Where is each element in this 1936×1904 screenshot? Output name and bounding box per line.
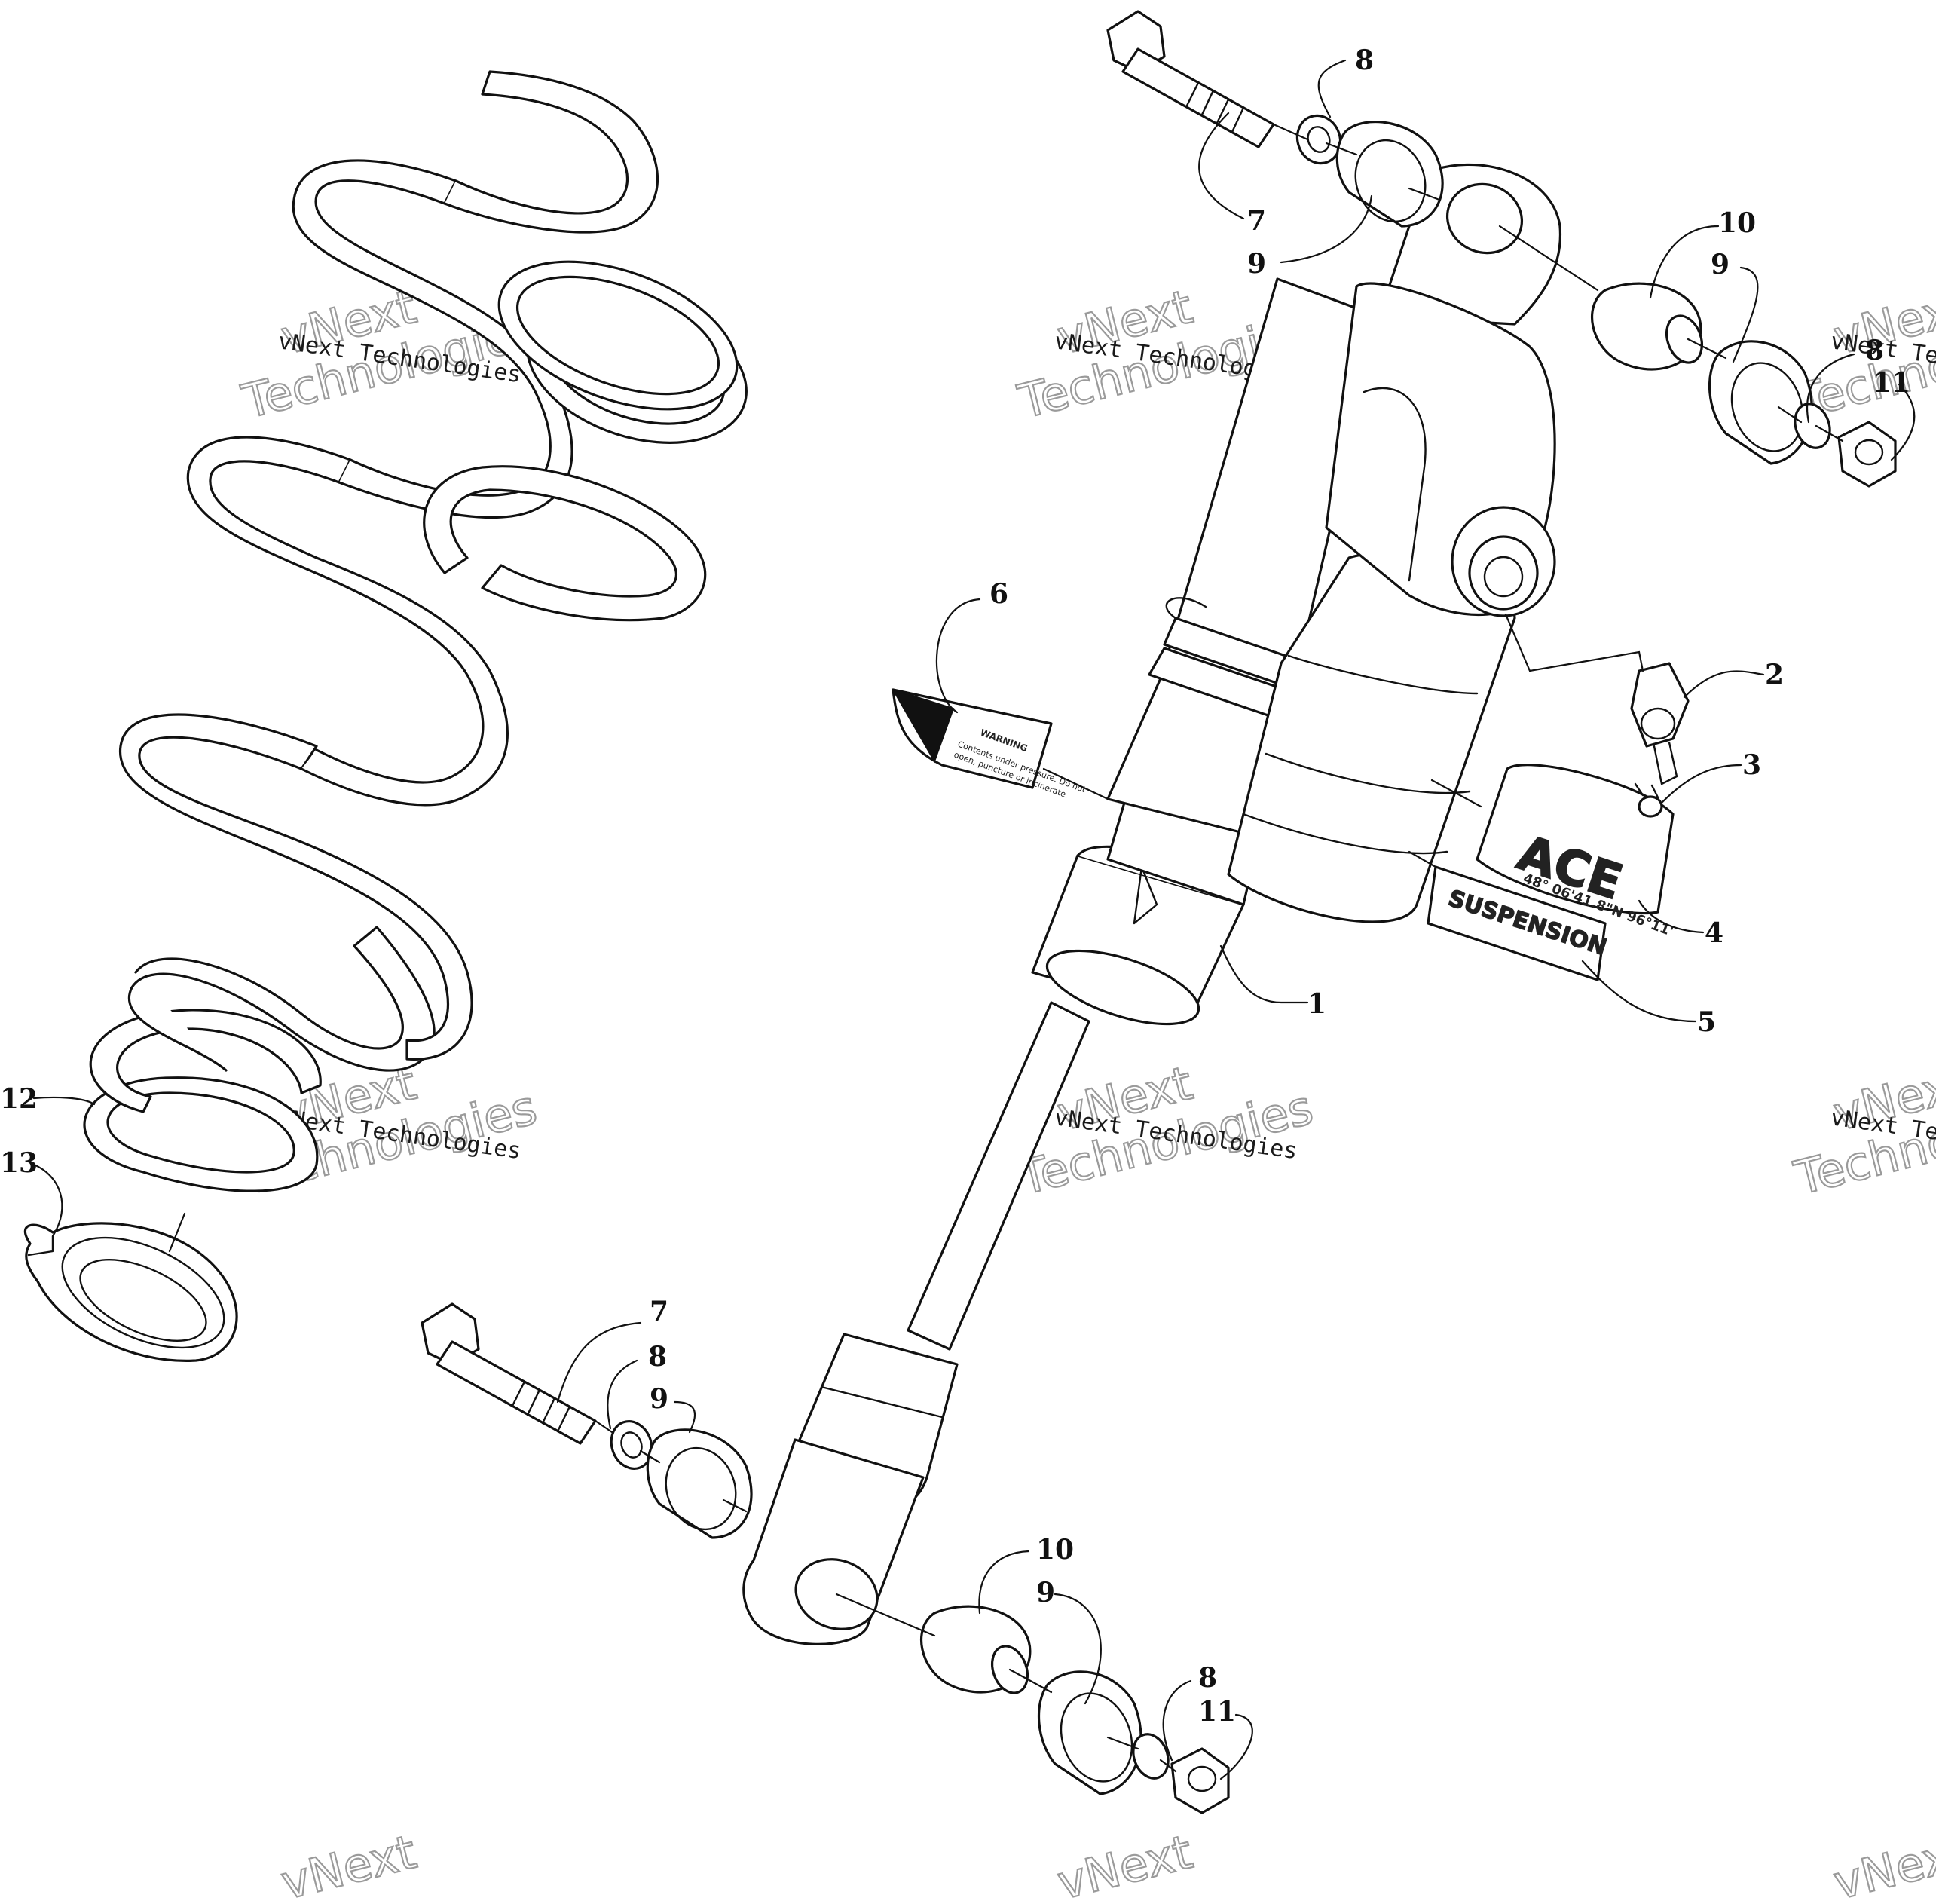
callout-9-lower-right: 9 — [1036, 1577, 1055, 1609]
callout-10-upper: 10 — [1718, 207, 1756, 239]
callout-8-upper-right: 8 — [1865, 335, 1884, 366]
callout-7-upper: 7 — [1247, 205, 1266, 237]
upper-bushing-9 — [1335, 121, 1444, 228]
callout-5: 5 — [1697, 1006, 1716, 1038]
callout-7-lower: 7 — [650, 1296, 668, 1327]
lower-bushing-9 — [646, 1428, 753, 1539]
lower-washer-8 — [610, 1420, 653, 1470]
callout-8-lower-right: 8 — [1198, 1662, 1217, 1694]
lower-spherical-bearing-10 — [920, 1605, 1032, 1694]
watermark-vnext: vNext — [1052, 1824, 1197, 1904]
callout-4: 4 — [1705, 917, 1723, 949]
upper-washer-8b — [1794, 403, 1831, 449]
upper-bolt-7 — [1106, 10, 1275, 148]
callout-2: 2 — [1765, 659, 1784, 690]
callout-9-upper-right: 9 — [1711, 249, 1730, 280]
callout-1: 1 — [1307, 988, 1326, 1020]
callout-9-lower: 9 — [650, 1383, 668, 1415]
callout-numbers: 1 2 3 4 5 6 7 8 9 10 9 8 11 7 8 9 10 9 8… — [0, 44, 1910, 1728]
assembly-center-lines — [168, 123, 1844, 1773]
lower-bolt-7 — [421, 1302, 597, 1445]
warning-decal-6: WARNING Contents under pressure. Do not … — [891, 688, 1087, 800]
callout-10-lower: 10 — [1036, 1534, 1074, 1566]
upper-washer-8 — [1295, 114, 1342, 165]
upper-spherical-bearing-10 — [1591, 282, 1703, 371]
callout-11-upper: 11 — [1873, 367, 1910, 399]
callout-13: 13 — [0, 1147, 38, 1179]
valve-cap-2 — [1630, 662, 1690, 785]
callout-8-lower: 8 — [648, 1341, 667, 1373]
lower-washer-8b — [1132, 1733, 1170, 1780]
callout-11-lower: 11 — [1198, 1696, 1236, 1728]
lower-nut-11 — [1170, 1747, 1230, 1814]
callout-6: 6 — [989, 578, 1008, 610]
watermark-vnext: vNext — [1828, 1824, 1936, 1904]
watermark-vnext: vNext — [276, 1824, 421, 1904]
upper-nut-11 — [1837, 421, 1897, 488]
callout-8-upper: 8 — [1355, 44, 1374, 76]
callout-leaders — [32, 59, 1916, 1780]
spring-seat-13 — [23, 1222, 238, 1362]
upper-bushing-9b — [1708, 340, 1813, 465]
callout-3: 3 — [1742, 749, 1761, 781]
valve-screw-3 — [1634, 782, 1663, 818]
callout-12: 12 — [0, 1083, 38, 1115]
coil-spring — [83, 70, 748, 1192]
callout-9-upper: 9 — [1247, 248, 1266, 280]
